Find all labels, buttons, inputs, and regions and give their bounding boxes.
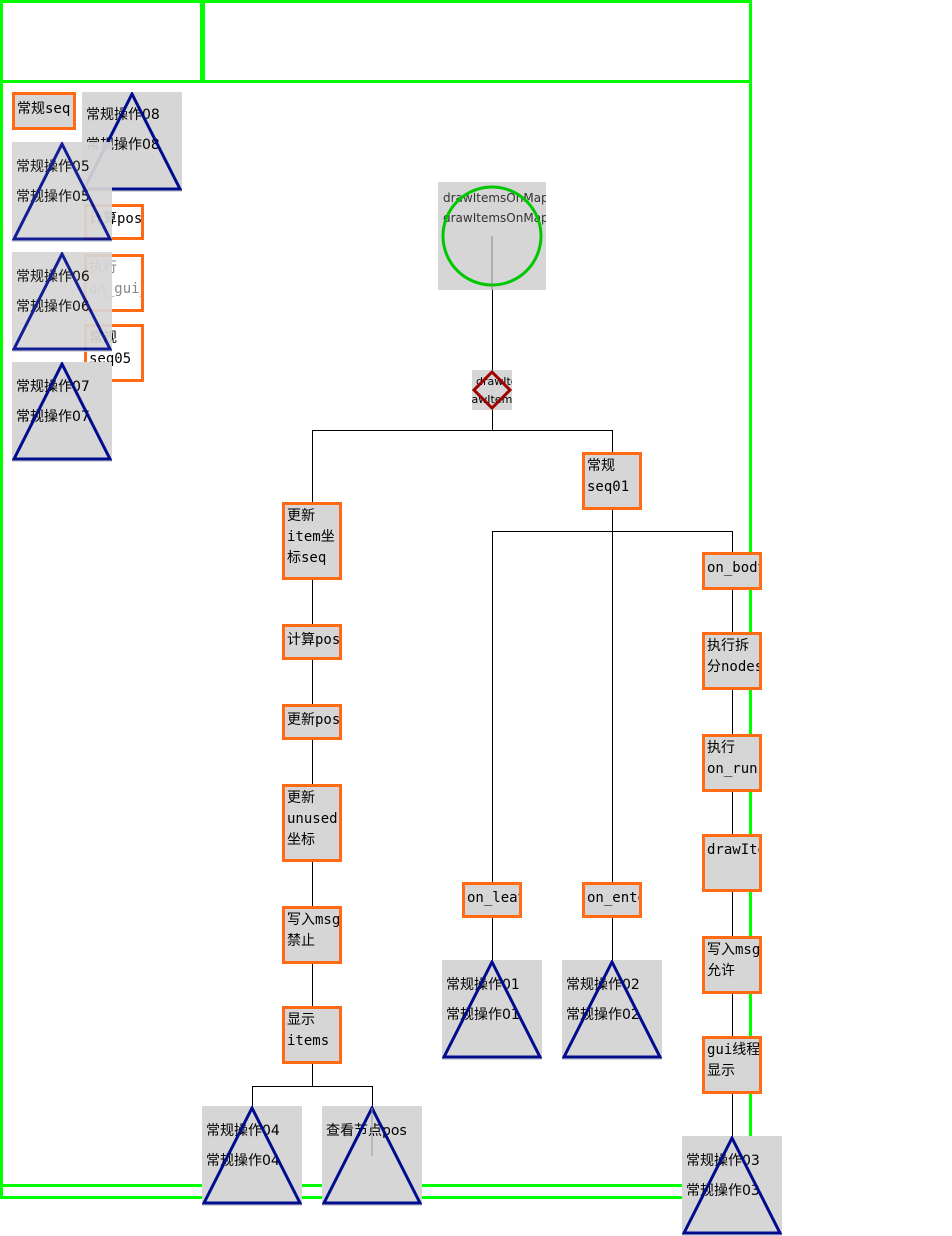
update-unused-node[interactable]: 更新 unused 坐标 xyxy=(282,784,342,862)
show-items-node[interactable]: 显示 items xyxy=(282,1006,342,1064)
connector xyxy=(252,1086,373,1087)
action-triangle-icon xyxy=(202,1106,302,1205)
update-item-coords-node[interactable]: 更新 item坐 标seq xyxy=(282,502,342,580)
connector xyxy=(252,1086,253,1106)
op04-node[interactable]: 常规操作04 常规操作04 xyxy=(202,1106,302,1206)
corner-seq-node[interactable]: 常规seq xyxy=(12,92,76,130)
op02-node[interactable]: 常规操作02 常规操作02 xyxy=(562,960,662,1060)
root-node[interactable]: drawItemsOnMap drawItemsOnMap xyxy=(438,182,546,290)
connector xyxy=(492,531,493,884)
root-circle-icon xyxy=(441,185,543,290)
on-leave-node[interactable]: on_leave xyxy=(462,882,522,918)
connector xyxy=(492,918,493,960)
action-triangle-icon xyxy=(682,1136,782,1235)
write-msg-allow-node[interactable]: 写入msg 允许 xyxy=(702,936,762,994)
action-triangle-icon xyxy=(322,1106,422,1205)
update-pos-node[interactable]: 更新pos xyxy=(282,704,342,740)
exec-on-run-node[interactable]: 执行 on_run xyxy=(702,734,762,792)
connector xyxy=(492,290,493,370)
connector xyxy=(612,510,613,884)
selector-diamond-icon xyxy=(472,370,512,410)
gui-show-node[interactable]: gui线程 显示 xyxy=(702,1036,762,1094)
draw-items-node[interactable]: drawItems xyxy=(702,834,762,892)
check-pos-node[interactable]: 查看节点pos xyxy=(322,1106,422,1206)
seq01-node[interactable]: 常规 seq01 xyxy=(582,452,642,510)
connector xyxy=(732,531,733,556)
action-triangle-icon xyxy=(12,252,112,351)
connector xyxy=(612,430,613,452)
connector xyxy=(612,918,613,960)
action-triangle-icon xyxy=(12,362,112,461)
header-left-panel xyxy=(0,0,205,83)
on-enter-node[interactable]: on_enter xyxy=(582,882,642,918)
action-triangle-icon xyxy=(82,92,182,191)
op01-node[interactable]: 常规操作01 常规操作01 xyxy=(442,960,542,1060)
action-triangle-icon xyxy=(562,960,662,1059)
root-label: drawItemsOnMap xyxy=(443,211,546,225)
op05-node[interactable]: 常规操作05 常规操作05 xyxy=(12,142,112,242)
op06-node[interactable]: 常规操作06 常规操作06 xyxy=(12,252,112,352)
connector xyxy=(372,1086,373,1106)
header-right-panel xyxy=(200,0,752,83)
selector-node[interactable]: drawItemsOnMap drawItemsOnMap xyxy=(472,370,512,410)
write-msg-forbid-node[interactable]: 写入msg 禁止 xyxy=(282,906,342,964)
connector xyxy=(492,531,733,532)
connector xyxy=(492,410,493,430)
exec-split-nodes-node[interactable]: 执行拆 分nodes xyxy=(702,632,762,690)
op03-node[interactable]: 常规操作03 常规操作03 xyxy=(682,1136,782,1236)
action-triangle-icon xyxy=(442,960,542,1059)
op07-node[interactable]: 常规操作07 常规操作07 xyxy=(12,362,112,462)
calc-pos-node[interactable]: 计算pos xyxy=(282,624,342,660)
connector xyxy=(312,430,613,431)
on-body-node[interactable]: on_body xyxy=(702,552,762,590)
action-triangle-icon xyxy=(12,142,112,241)
connector xyxy=(312,430,313,502)
